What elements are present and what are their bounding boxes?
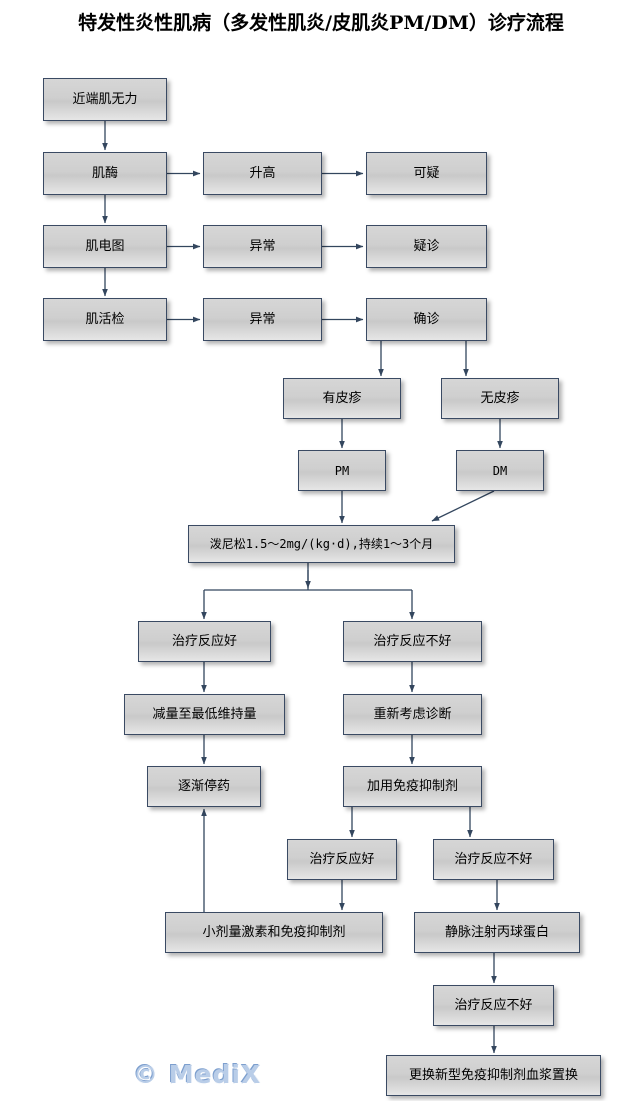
page-title: 特发性炎性肌病（多发性肌炎/皮肌炎PM/DM）诊疗流程 — [78, 12, 564, 34]
node-taper-to-maintenance[interactable]: 减量至最低维持量 — [124, 694, 285, 735]
node-probable-diagnosis[interactable]: 疑诊 — [366, 225, 487, 268]
node-with-rash[interactable]: 有皮疹 — [283, 378, 401, 419]
node-add-immunosuppressant[interactable]: 加用免疫抑制剂 — [343, 766, 482, 807]
node-muscle-enzyme[interactable]: 肌酶 — [43, 152, 167, 195]
node-poor-response-1[interactable]: 治疗反应不好 — [343, 621, 482, 662]
node-muscle-biopsy[interactable]: 肌活检 — [43, 298, 167, 341]
node-dm[interactable]: DM — [456, 450, 544, 491]
node-switch-new-immunosuppressant-plasmapheresis[interactable]: 更换新型免疫抑制剂血浆置换 — [386, 1055, 601, 1096]
node-low-dose-steroid-and-immunosuppressant[interactable]: 小剂量激素和免疫抑制剂 — [165, 912, 383, 953]
node-abnormal-biopsy[interactable]: 异常 — [203, 298, 322, 341]
node-poor-response-3[interactable]: 治疗反应不好 — [433, 985, 554, 1026]
node-prednisone-dose[interactable]: 泼尼松1.5～2mg/(kg·d),持续1～3个月 — [188, 525, 455, 563]
node-ivig[interactable]: 静脉注射丙球蛋白 — [414, 912, 580, 953]
node-elevated[interactable]: 升高 — [203, 152, 322, 195]
node-pm[interactable]: PM — [298, 450, 386, 491]
node-good-response-2[interactable]: 治疗反应好 — [287, 839, 397, 880]
node-abnormal-emg[interactable]: 异常 — [203, 225, 322, 268]
node-emg[interactable]: 肌电图 — [43, 225, 167, 268]
node-poor-response-2[interactable]: 治疗反应不好 — [433, 839, 554, 880]
node-good-response-1[interactable]: 治疗反应好 — [138, 621, 271, 662]
node-proximal-muscle-weakness[interactable]: 近端肌无力 — [43, 78, 167, 121]
node-without-rash[interactable]: 无皮疹 — [441, 378, 559, 419]
node-suspicious[interactable]: 可疑 — [366, 152, 487, 195]
watermark: © MediX — [133, 1060, 262, 1089]
node-reconsider-diagnosis[interactable]: 重新考虑诊断 — [343, 694, 482, 735]
node-gradual-withdrawal[interactable]: 逐渐停药 — [147, 766, 261, 807]
node-confirmed-diagnosis[interactable]: 确诊 — [366, 298, 487, 341]
